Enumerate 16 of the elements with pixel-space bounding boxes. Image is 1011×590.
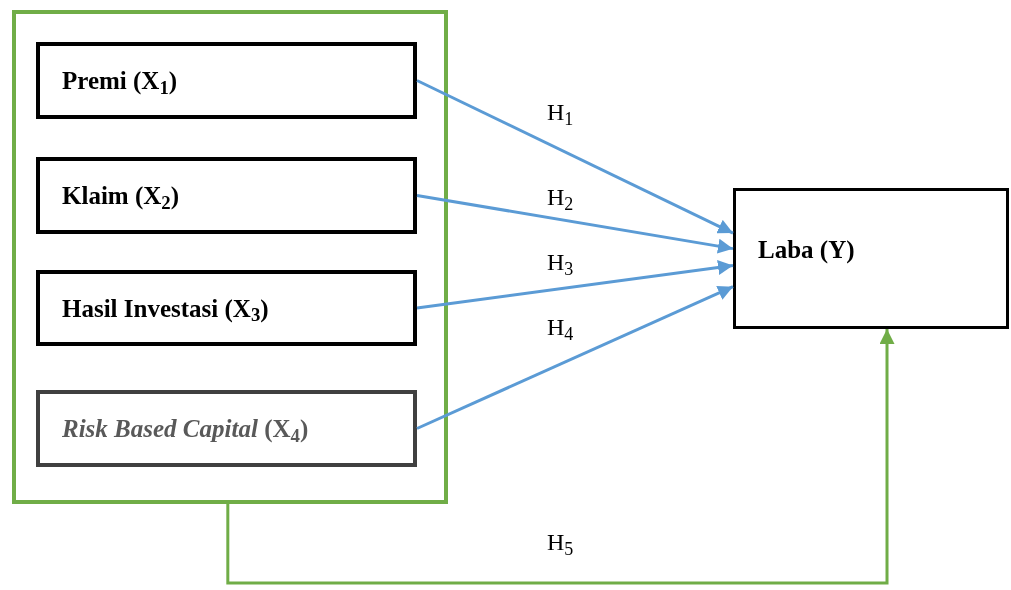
- variable-label: Laba (Y): [758, 237, 855, 262]
- arrow: [226, 329, 895, 585]
- variable-box: [36, 157, 417, 234]
- arrow: [416, 194, 734, 254]
- arrow: [416, 260, 734, 310]
- variable-label: Hasil Investasi (X$_{3}$): [62, 295, 269, 321]
- variable-box: [733, 188, 1009, 329]
- arrow: [416, 285, 734, 430]
- group-frame: [12, 10, 448, 504]
- variable-box: [36, 390, 417, 467]
- variable-box: [36, 270, 417, 346]
- variable-label: Klaim (X$_{2}$): [62, 183, 179, 208]
- variable-label: Premi (X$_{1}$): [62, 68, 178, 93]
- arrow: [416, 79, 734, 235]
- variable-box: [36, 42, 417, 119]
- variable-label: Risk Based Capital (X$_{4}$): [62, 416, 309, 441]
